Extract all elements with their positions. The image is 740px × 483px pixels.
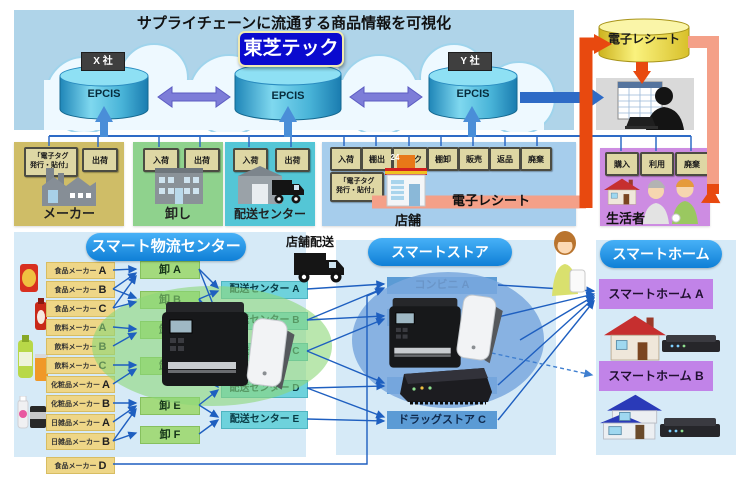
tag-badge-line2: 発行・貼付」	[336, 187, 378, 194]
warehouse-truck-icon	[238, 166, 304, 204]
smart-store-title-pill: スマートストア	[368, 238, 512, 266]
page-title: サプライチェーンに流通する商品情報を可視化	[136, 15, 452, 32]
store-op-badge: 棚出	[361, 147, 393, 171]
rfid-reader-icon	[246, 318, 295, 390]
house-b-icon	[600, 394, 662, 440]
house-a-icon	[604, 315, 666, 361]
tag-badge-line1: 「電子タグ	[339, 178, 375, 186]
food-products-icons	[18, 264, 48, 381]
store-24-sign: 24	[390, 153, 400, 162]
smart-home-title-pill: スマートホーム	[600, 240, 722, 268]
drugstore-node: ドラッグストア C	[387, 411, 497, 429]
smart-home-a-node: スマートホーム A	[599, 279, 713, 309]
store-op-badge: 販売	[458, 147, 490, 171]
tag-badge-line1: 「電子タグ	[33, 153, 69, 161]
home-gateway-b-icon	[660, 418, 720, 437]
epcis-label-y: EPCIS	[456, 88, 490, 100]
consumer-label: 生活者	[606, 211, 646, 226]
epcis-cylinder-y	[428, 65, 518, 120]
person-at-laptop-icon	[617, 81, 684, 130]
consumer-op-badge: 利用	[640, 152, 674, 176]
store-rfid-reader-icon	[456, 294, 503, 364]
store-label-printer-icon	[389, 297, 461, 368]
store-gateway-icon	[400, 368, 492, 405]
tag-badge-line2: 発行・貼付」	[30, 162, 72, 169]
epcis-label-x: EPCIS	[87, 88, 121, 100]
logistics-title-pill: スマート物流センター	[86, 233, 246, 261]
store-op-badge: 廃棄	[520, 147, 552, 171]
consumer-op-badge: 廃棄	[675, 152, 709, 176]
receipt-flow-label: 電子レシート	[452, 193, 531, 208]
receipt-cylinder	[598, 18, 690, 63]
epcis-label-center: EPCIS	[271, 90, 305, 102]
cosmetics-icons	[17, 396, 46, 429]
store-op-badge: 入荷	[330, 147, 362, 171]
epcis-cylinder-center	[234, 62, 342, 121]
company-x-tag: X 社	[81, 52, 125, 71]
wholesaler-node: 卸 A	[140, 261, 200, 279]
store-delivery-label: 店舗配送	[286, 235, 335, 249]
consumer-house-icon	[604, 178, 640, 205]
receipt-cylinder-label: 電子レシート	[607, 32, 680, 46]
wholesale-label: 卸し	[164, 206, 191, 221]
label-printer-icon	[162, 302, 248, 386]
store-label: 店舗	[394, 213, 421, 228]
elderly-couple-icon	[643, 179, 698, 224]
factory-icon	[42, 168, 96, 206]
distribution-node: 配送センター E	[221, 411, 308, 429]
toshiba-tec-tag: 東芝テック	[238, 31, 344, 67]
delivery-truck-icon	[294, 253, 344, 283]
ship-badge-distribution: 出荷	[275, 148, 310, 172]
home-gateway-a-icon	[662, 335, 720, 352]
smart-home-b-node: スマートホーム B	[599, 361, 713, 391]
maker-label: メーカー	[42, 206, 95, 221]
wholesaler-node: 卸 F	[140, 426, 200, 444]
shopper-woman-icon	[552, 231, 586, 296]
wholesale-building-icon	[155, 168, 203, 204]
ship-badge-maker: 出荷	[82, 148, 118, 172]
company-y-tag: Y 社	[448, 52, 492, 71]
convenience-store-icon	[385, 155, 427, 207]
consumer-op-badge: 購入	[605, 152, 639, 176]
distribution-label: 配送センター	[233, 207, 306, 221]
